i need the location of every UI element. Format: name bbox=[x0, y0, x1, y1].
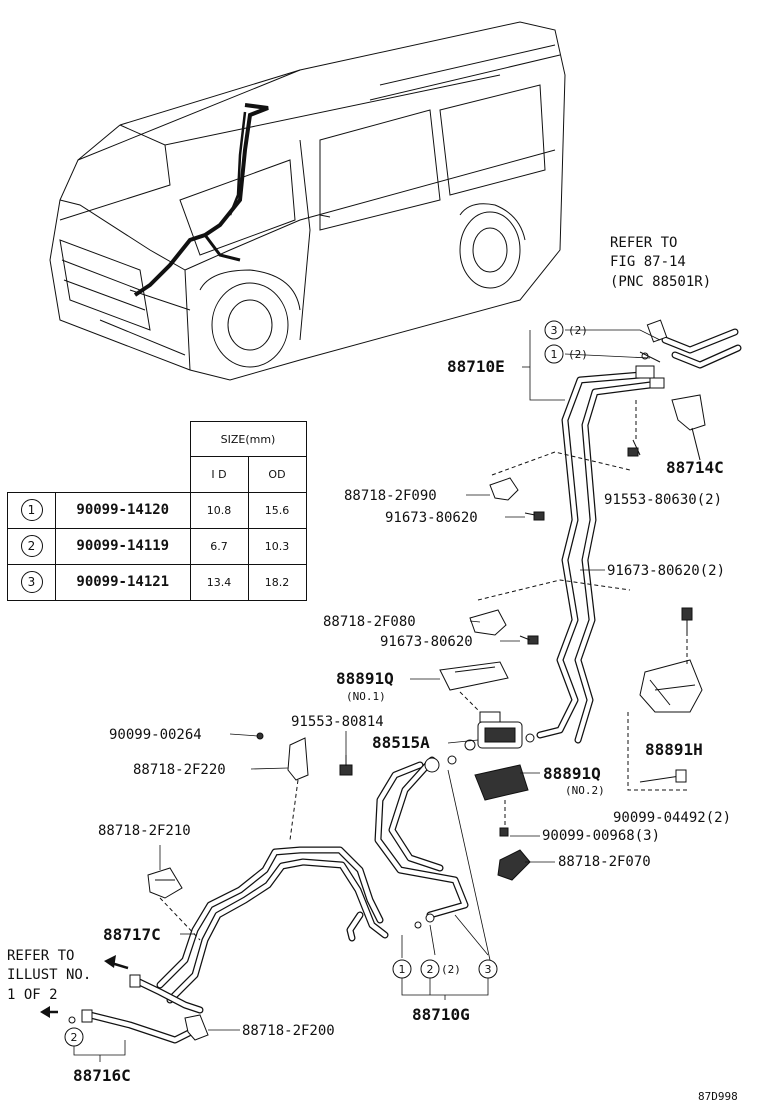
table-row: 2 90099-14119 6.7 10.3 bbox=[7, 527, 307, 565]
table-row: 3 90099-14121 13.4 18.2 bbox=[7, 563, 307, 601]
row-od: 10.3 bbox=[247, 527, 307, 565]
label-91553-80630: 91553-80630(2) bbox=[604, 492, 722, 508]
clamp-88718-2f210 bbox=[147, 867, 201, 941]
refer-fig-line1: REFER TO bbox=[610, 235, 677, 251]
circled-callouts: 3 (2) 1 (2) 1 2 (2) 3 2 bbox=[64, 320, 588, 1047]
part-88714c bbox=[671, 394, 706, 431]
id-header: I D bbox=[189, 456, 249, 493]
label-88717c: 88717C bbox=[103, 925, 161, 944]
callout-3-top-qty: (2) bbox=[568, 324, 588, 337]
bolt-90099-04492 bbox=[639, 775, 681, 783]
label-88515a: 88515A bbox=[372, 733, 430, 752]
callout-2-hose: 2 bbox=[71, 1031, 78, 1044]
label-90099-04492: 90099-04492(2) bbox=[613, 810, 731, 826]
part-labels: REFER TO FIG 87-14 (PNC 88501R) 88710E 8… bbox=[7, 235, 738, 1103]
bracket-88891q-no2 bbox=[474, 764, 529, 837]
row-id: 6.7 bbox=[189, 527, 249, 565]
row-mark: 3 bbox=[20, 571, 43, 593]
bracket-88891q-no1 bbox=[439, 661, 509, 713]
label-88891q-no2: 88891Q bbox=[543, 764, 601, 783]
label-no2: (NO.2) bbox=[565, 784, 605, 797]
part-88891h bbox=[639, 607, 703, 713]
callout-2-bottom-qty: (2) bbox=[441, 963, 461, 976]
clamp-88718-2f090 bbox=[489, 451, 631, 521]
row-id: 13.4 bbox=[189, 563, 249, 601]
label-88714c: 88714C bbox=[666, 458, 724, 477]
bolt-91553-80630 bbox=[627, 400, 641, 457]
hose-size-table: SIZE(mm) I D OD 1 90099-14120 10.8 15.6 … bbox=[7, 421, 307, 601]
label-88718-2f080: 88718-2F080 bbox=[323, 614, 416, 630]
label-91673-80620-b: 91673-80620(2) bbox=[607, 563, 725, 579]
table-row: 1 90099-14120 10.8 15.6 bbox=[7, 491, 307, 529]
refer-fig-line2: FIG 87-14 bbox=[610, 254, 686, 270]
label-91553-80814: 91553-80814 bbox=[291, 714, 384, 730]
label-91673-80620-a: 91673-80620 bbox=[385, 510, 478, 526]
callout-3-top: 3 bbox=[551, 324, 558, 337]
label-88716c: 88716C bbox=[73, 1066, 131, 1085]
arrows bbox=[40, 955, 129, 1018]
label-90099-00264: 90099-00264 bbox=[109, 727, 202, 743]
refer-illust-line2: ILLUST NO. bbox=[7, 967, 91, 983]
label-88718-2f070: 88718-2F070 bbox=[558, 854, 651, 870]
row-od: 15.6 bbox=[247, 491, 307, 529]
row-part-number: 90099-14120 bbox=[55, 491, 191, 529]
row-mark: 2 bbox=[20, 535, 43, 557]
label-88891h: 88891H bbox=[645, 740, 703, 759]
leader-lines bbox=[73, 329, 661, 1062]
label-88710g: 88710G bbox=[412, 1005, 470, 1024]
row-od: 18.2 bbox=[247, 563, 307, 601]
label-no1: (NO.1) bbox=[346, 690, 386, 703]
od-header: OD bbox=[247, 456, 307, 493]
refer-illust-line3: 1 OF 2 bbox=[7, 987, 58, 1003]
row-part-number: 90099-14119 bbox=[55, 527, 191, 565]
callout-1-top: 1 bbox=[551, 348, 558, 361]
callout-1-bottom: 1 bbox=[399, 963, 406, 976]
label-90099-00968: 90099-00968(3) bbox=[542, 828, 660, 844]
refer-illust-line1: REFER TO bbox=[7, 948, 74, 964]
part-88515a bbox=[464, 711, 535, 751]
size-header: SIZE(mm) bbox=[189, 421, 307, 457]
row-id: 10.8 bbox=[189, 491, 249, 529]
label-88891q-no1: 88891Q bbox=[336, 669, 394, 688]
label-88718-2f220: 88718-2F220 bbox=[133, 762, 226, 778]
clamp-88718-2f080 bbox=[469, 579, 631, 645]
pipe-88710e-drawing bbox=[536, 319, 742, 744]
callout-3-bottom: 3 bbox=[485, 963, 492, 976]
label-88718-2f210: 88718-2F210 bbox=[98, 823, 191, 839]
clamp-88718-2f220 bbox=[256, 732, 353, 841]
label-88710e: 88710E bbox=[447, 357, 505, 376]
row-mark: 1 bbox=[20, 499, 43, 521]
clamp-88718-2f070 bbox=[497, 849, 531, 881]
diagram-code: 87D998 bbox=[698, 1090, 738, 1103]
label-88718-2f200: 88718-2F200 bbox=[242, 1023, 335, 1039]
clamp-88718-2f200 bbox=[184, 1014, 209, 1041]
label-91673-80620-c: 91673-80620 bbox=[380, 634, 473, 650]
refer-fig-line3: (PNC 88501R) bbox=[610, 274, 711, 290]
van-illustration bbox=[49, 21, 566, 381]
pipe-88710g-drawing bbox=[68, 755, 469, 1044]
callout-1-top-qty: (2) bbox=[568, 348, 588, 361]
label-88718-2f090: 88718-2F090 bbox=[344, 488, 437, 504]
row-part-number: 90099-14121 bbox=[55, 563, 191, 601]
callout-2-bottom: 2 bbox=[427, 963, 434, 976]
